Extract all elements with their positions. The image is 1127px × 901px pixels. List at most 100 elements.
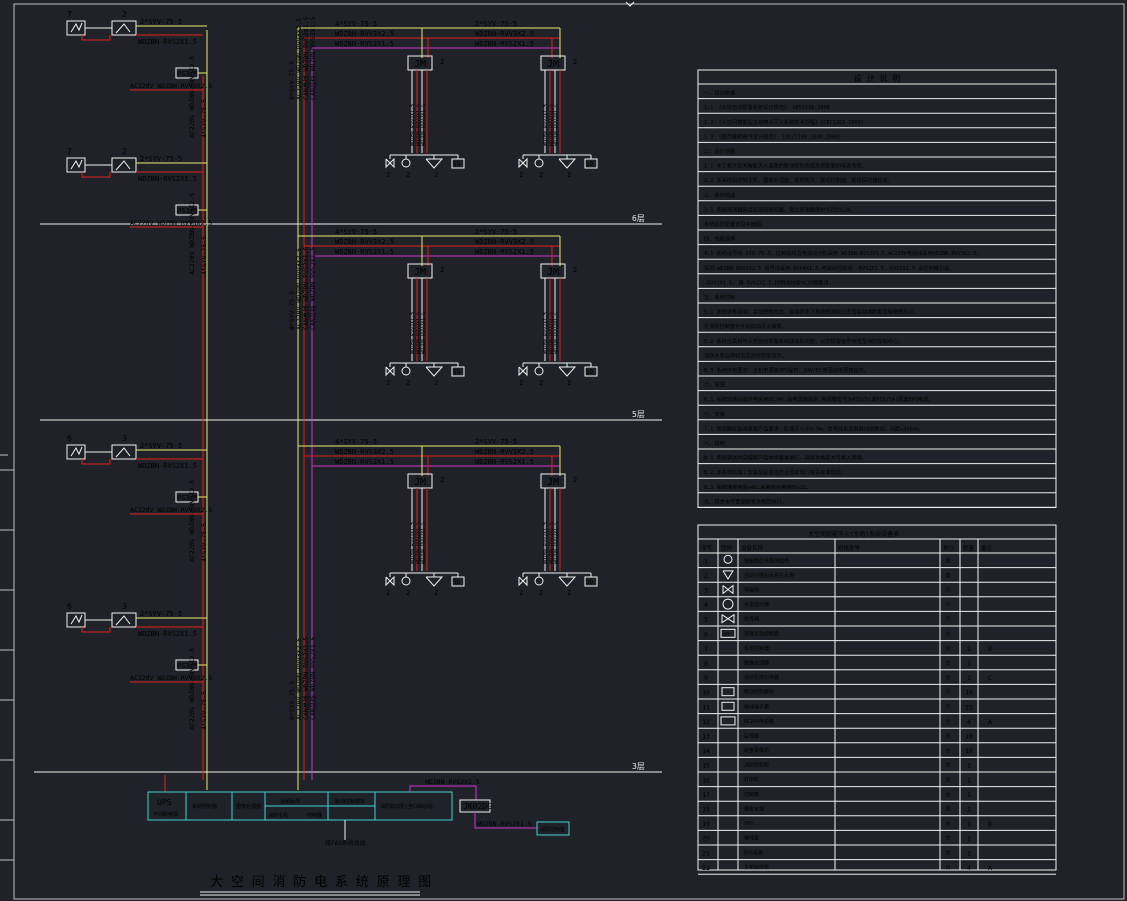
jm-box: [407, 263, 433, 279]
notes-title: 设 计 说 明: [854, 73, 900, 83]
flame-icon: [70, 446, 83, 457]
drop-label: WDZBN-RVV2X1.5: [554, 104, 560, 146]
ups-sub-label: 不间断电源: [153, 811, 178, 818]
legend-name: 监视器: [744, 733, 759, 740]
notes-line: 6.1 系统现场设备供电采用DC24V,由电源箱提供,电源箱型号为PS3/5(或…: [704, 395, 934, 403]
valve-icon: [722, 584, 734, 595]
legend-header: 设备名称: [741, 544, 764, 552]
bus-label: 4*SYV-75-5: [200, 99, 208, 138]
legend-name: EPS电源: [744, 849, 763, 856]
notes-line: 3.1 系统探测器采用双波段探测器，每台探测器保护半径约12m。: [704, 205, 856, 213]
device-count: 2: [539, 379, 543, 387]
legend-name: 系统控制器: [744, 645, 769, 652]
floor-label: 5层: [632, 410, 645, 419]
bus-label: AC220V WDZBN-RVV3X2.5: [295, 18, 303, 100]
legend-num: 5: [704, 616, 708, 624]
power-supply-label: PS3/5: [177, 494, 198, 502]
fas-label: 接FAS系统总线: [325, 839, 366, 847]
notes-line: 7.1 探测器安装高度按产品要求，距墙不小于0.5m，信号线采用屏蔽线缆敷设，间…: [704, 424, 924, 432]
flame-icon: [70, 22, 83, 33]
legend-num: 7: [704, 645, 708, 653]
legend-note: A: [988, 864, 992, 872]
legend-qty: 1: [967, 791, 971, 799]
device-count: 2: [539, 589, 543, 597]
wire-loop: [81, 35, 111, 41]
cannon-symbol: [115, 615, 131, 626]
bus-label: 8*SYV-75-5: [288, 61, 296, 100]
cable-label: WDZBN-RVS2X1.5: [477, 820, 532, 828]
cable-label: 2*SYV-75-5: [140, 442, 182, 450]
valve-icon: [385, 157, 395, 169]
legend-num: 17: [702, 791, 710, 799]
drop-label: WDZBN-RVV2X1.5: [554, 522, 560, 564]
notes-line: 二、设计范围: [704, 147, 735, 155]
cable-label: WDZBN-RVS2X1.5: [138, 38, 197, 46]
bus-label: CAN总线 WDZBN-RVS2X1.5: [308, 16, 317, 100]
sd-label: SD: [586, 579, 594, 586]
legend-unit: 台: [945, 791, 950, 798]
valve-icon: [518, 365, 528, 377]
bus-label: 4*SYV-75-5: [200, 691, 208, 730]
drawing-frame: [13, 3, 1125, 900]
legend-unit: 套: [945, 806, 950, 813]
notes-line: 1.1 《火灾自动报警系统设计规范》 GB50116-2008: [704, 103, 830, 111]
notes-line: 四、线缆选择: [704, 235, 736, 243]
notes-line: 七、安装: [704, 410, 725, 418]
floor-label: 6层: [632, 214, 645, 223]
cable-label: 2*SYV-75-5: [140, 155, 182, 163]
device-count: 2: [519, 171, 523, 179]
device-count: 2: [406, 589, 410, 597]
legend-unit: 只: [945, 704, 950, 710]
notes-line: 1.2 《大空间智能型主动喷水灭火系统技术规程》(CECS263-2009): [704, 118, 864, 126]
bus-label: CAN总线 WDZBN-RVS2X1.5: [301, 636, 310, 720]
cable-label: WDZBN-RVS2X1.5: [475, 248, 534, 256]
drop-label: WDZBN-RVV2X1.5: [543, 104, 549, 146]
detector-icon: [723, 554, 733, 564]
drop-label: WDZBN-RVV2X1.5: [421, 104, 427, 146]
legend-num: 1: [704, 557, 708, 565]
device-count: 2: [567, 171, 571, 179]
notes-line: 2.2 本系统由控制主机、图像处理器、视频矩阵、联动控制器、现场探测器组成。: [704, 176, 893, 184]
legend-num: 2: [704, 572, 708, 580]
drop-label: WDZBN-RVV2X1.5: [416, 104, 422, 146]
flow-icon: [401, 576, 411, 586]
bus-label: AC220V WDZBN-RVV3X2.5: [188, 648, 196, 730]
cable-label: WDZBN-RVV3X2.5: [475, 448, 534, 456]
jm-label: JM: [414, 267, 426, 278]
flame-icon: [70, 614, 83, 625]
jm-count: 2: [440, 266, 444, 274]
jm-label: JM: [547, 267, 559, 278]
power-label: AC220V WDZBN-RVV3X2.5: [130, 674, 212, 682]
jm-box: [540, 55, 566, 71]
legend-header: 备注: [981, 544, 993, 552]
device-count: 2: [386, 379, 390, 387]
cannon-icon: [558, 576, 577, 587]
legend-qty: 1: [967, 762, 971, 770]
legend-note: C: [988, 674, 992, 682]
legend-header: 序号: [701, 544, 713, 552]
legend-qty: 25: [965, 703, 973, 711]
jm-count: 2: [573, 266, 577, 274]
legend-num: 20: [702, 835, 710, 843]
flow-icon: [534, 158, 544, 168]
drop-label: WDZBN-RVV2X1.5: [549, 522, 555, 564]
drop-label: WDZBN-RVV2X1.5: [549, 104, 555, 146]
legend-num: 14: [702, 747, 710, 755]
jm-box: [540, 263, 566, 279]
wire-loop: [81, 459, 111, 465]
cable-label: WDZBN-RVV3X2.5: [335, 238, 394, 246]
jk-label: JK02DG: [463, 802, 492, 811]
bus-label: 4*SYV-75-5: [200, 523, 208, 562]
jm-box: [540, 473, 566, 489]
device-count: 2: [406, 379, 410, 387]
drop-label: WDZBN-RVV2X1.5: [416, 522, 422, 564]
sd-label: SD: [723, 632, 730, 638]
legend-name: 自动扫描射水高空水炮: [744, 572, 794, 579]
sd-label: SD: [453, 161, 461, 168]
